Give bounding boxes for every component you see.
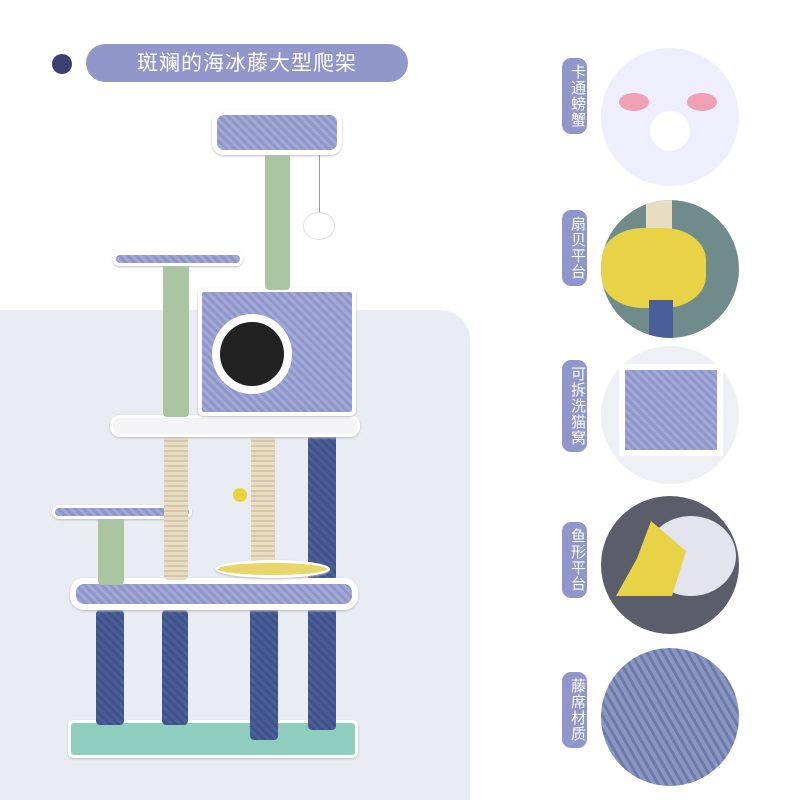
house-entrance — [212, 314, 292, 394]
platform — [113, 252, 243, 266]
post — [164, 430, 188, 580]
crab-claw — [687, 93, 717, 111]
crab-toy-photo — [601, 48, 739, 186]
ball-toy — [233, 488, 247, 502]
crab-claw — [619, 93, 649, 111]
product-title: 斑斓的海冰藤大型爬架 — [86, 44, 408, 82]
rattan-mat-photo — [601, 648, 739, 786]
house-panel — [619, 364, 723, 456]
post — [265, 150, 290, 290]
top-perch — [212, 110, 342, 155]
scallop-platform-photo — [601, 200, 739, 338]
platform — [52, 505, 192, 519]
scallop — [601, 228, 706, 308]
platform — [110, 415, 360, 437]
feature-label-house: 可拆洗猫窝 — [562, 360, 587, 452]
scallop-platform — [215, 560, 330, 578]
post — [163, 262, 189, 417]
post — [96, 610, 124, 725]
post — [162, 610, 188, 725]
cat-house — [198, 288, 356, 416]
bullet-dot — [52, 54, 72, 74]
post — [98, 515, 124, 585]
fish-platform-photo — [601, 496, 739, 634]
feature-label-crab: 卡通螃蟹 — [562, 58, 587, 134]
blue-post — [649, 300, 673, 338]
crab-toy — [303, 212, 335, 240]
feature-label-scallop: 扇贝平台 — [562, 210, 587, 286]
post — [251, 435, 275, 565]
washable-cat-house-photo — [601, 346, 739, 484]
feature-label-fish: 鱼形平台 — [562, 522, 587, 598]
string — [319, 155, 320, 215]
feature-label-rattan: 藤席材质 — [562, 672, 587, 748]
